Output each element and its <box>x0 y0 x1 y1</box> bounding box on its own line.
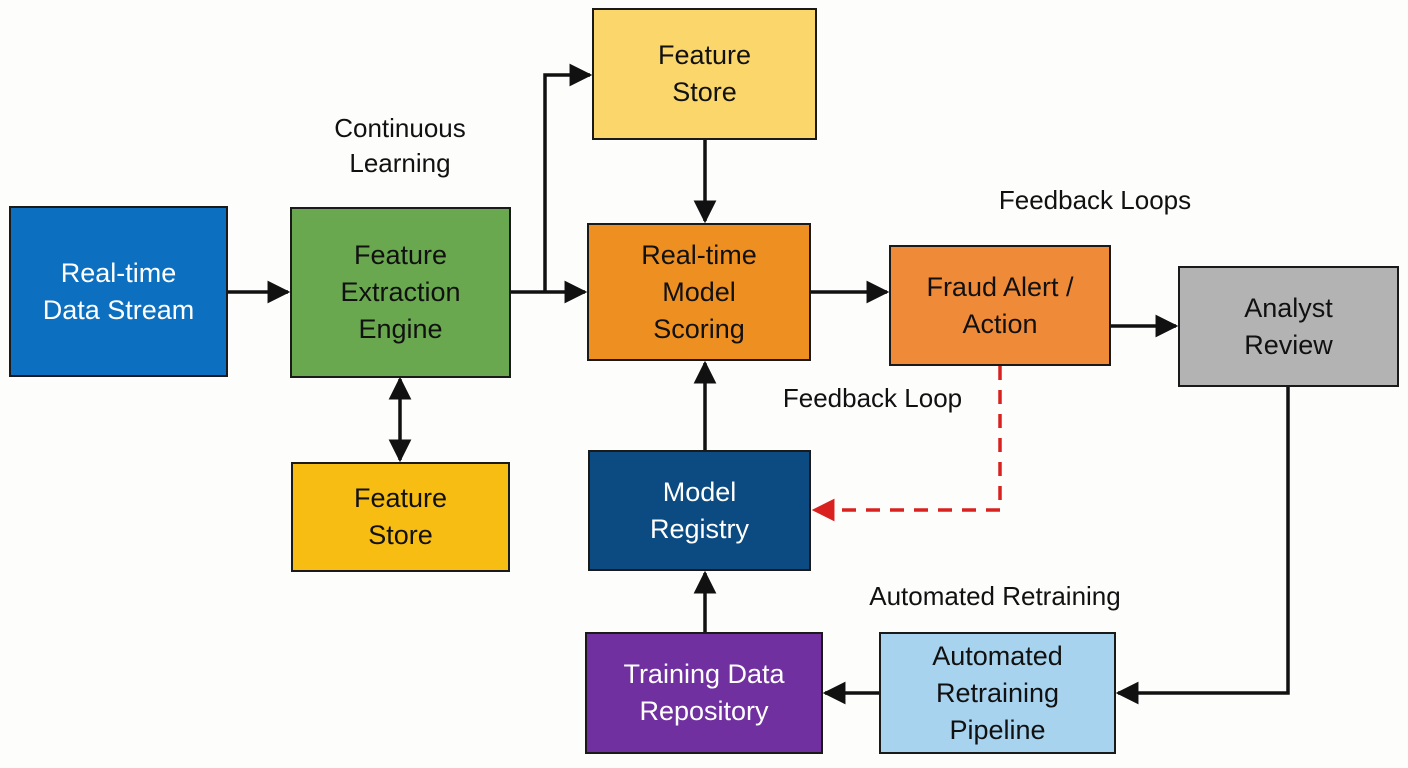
annotation-automated-retraining: Automated Retraining <box>869 581 1121 611</box>
node-analyst-review[interactable]: Analyst Review <box>1178 266 1399 387</box>
annotation-feedback-loop: Feedback Loop <box>782 383 963 413</box>
node-model-registry[interactable]: Model Registry <box>588 450 811 571</box>
node-feature-extraction-engine[interactable]: Feature Extraction Engine <box>290 207 511 378</box>
node-feature-store-bottom[interactable]: Feature Store <box>291 462 510 572</box>
node-automated-retraining-pipeline[interactable]: Automated Retraining Pipeline <box>879 632 1116 754</box>
annotation-continuous-learning: Continuous Learning <box>334 113 466 178</box>
edge-analyst-to-retraining <box>1115 387 1290 705</box>
edge-extraction-to-store-top <box>543 63 593 292</box>
node-feature-store-top[interactable]: Feature Store <box>592 8 817 140</box>
node-real-time-data-stream[interactable]: Real-time Data Stream <box>9 206 228 377</box>
annotation-feedback-loops: Feedback Loops <box>998 185 1192 215</box>
node-real-time-model-scoring[interactable]: Real-time Model Scoring <box>587 223 811 361</box>
node-fraud-alert-action[interactable]: Fraud Alert / Action <box>889 245 1111 366</box>
node-training-data-repository[interactable]: Training Data Repository <box>585 632 823 754</box>
edge-feedback-dashed <box>811 366 1002 522</box>
